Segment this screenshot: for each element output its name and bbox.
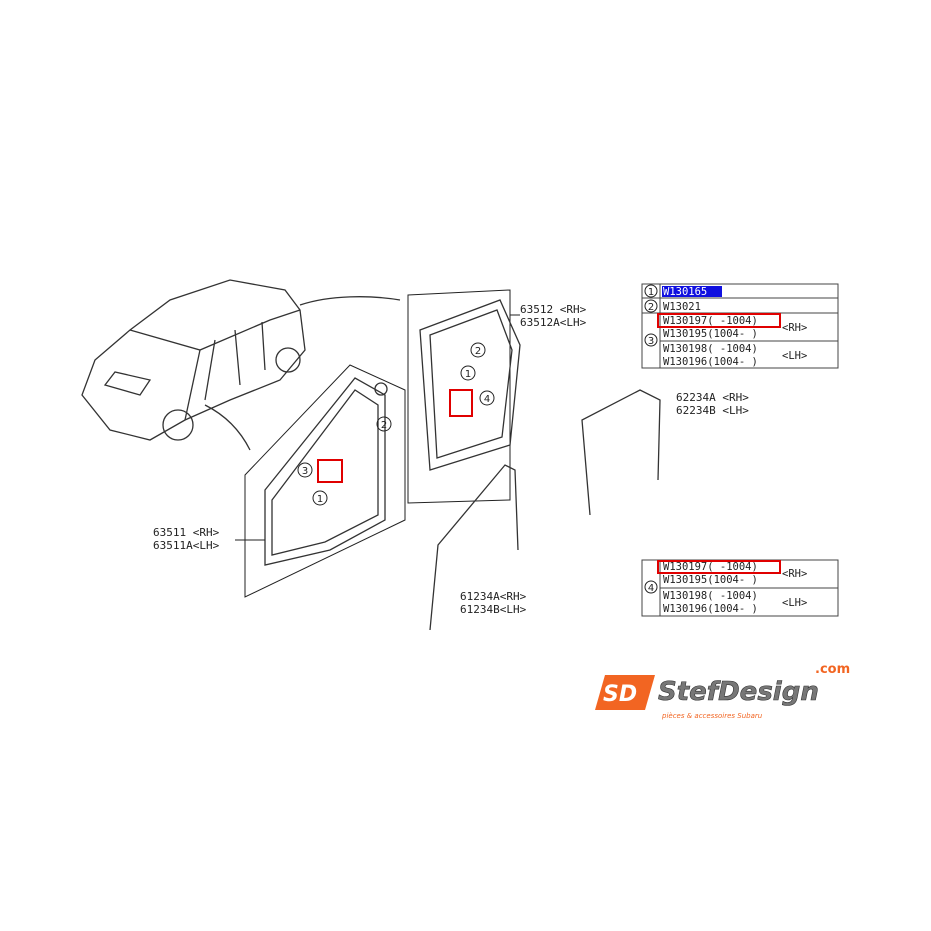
highlight-part-code [657,313,781,328]
logo-text: StefDesign [658,677,819,707]
callout-1-rear: 1 [465,369,471,380]
part-code[interactable]: W130197( -1004) [663,315,758,327]
logo-mark-text: SD [603,682,637,707]
label-63511: 63511 <RH> [153,526,220,539]
callout-3-label: 3 [302,466,308,477]
parts-table-4: 4 W130197( -1004) W130195(1004- ) <RH> W… [641,559,839,617]
car-illustration [81,279,401,451]
table-ref-3: 3 [648,336,654,347]
label-62234A: 62234A <RH> [676,391,749,404]
highlight-clip-4 [449,389,473,417]
part-code[interactable]: W130198( -1004) [663,590,758,602]
highlight-part-code-4 [657,560,781,574]
callout-1-label: 1 [317,494,323,505]
part-code[interactable]: W130196(1004- ) [663,603,758,615]
part-code-W130165[interactable]: W130165 [663,286,707,298]
part-code[interactable]: W130197( -1004) [663,561,758,573]
label-63512: 63512 <RH> [520,303,587,316]
side-label: <LH> [782,350,807,362]
part-code[interactable]: W130198( -1004) [663,343,758,355]
table-ref-4: 4 [648,583,654,594]
rear-door-seal-group: 2 1 4 63512 <RH> 63512A<LH> [407,289,587,504]
table-ref-1: 1 [648,287,654,298]
selected-part-highlight [662,286,722,297]
callout-4-rear: 4 [484,394,490,405]
label-63511A: 63511A<LH> [153,539,220,552]
side-label: <RH> [782,568,807,580]
label-63512A: 63512A<LH> [520,316,587,329]
highlight-clip-3 [317,459,343,483]
label-61234B: 61234B<LH> [460,603,527,616]
part-code[interactable]: W130195(1004- ) [663,328,758,340]
label-62234B: 62234B <LH> [676,404,749,417]
logo-suffix: .com [815,662,850,677]
front-channel-group: 61234A<RH> 61234B<LH> [429,464,527,631]
stefdesign-logo: SD StefDesign .com pièces & accessoires … [595,662,850,720]
parts-table: 1 2 3 W130165 W13021 W130197( -1004) W13… [641,283,839,369]
rear-channel-group: 62234A <RH> 62234B <LH> [581,389,749,516]
part-code[interactable]: W130196(1004- ) [663,356,758,368]
side-label: <RH> [782,322,807,334]
table-ref-2: 2 [648,302,654,313]
logo-mark [595,675,655,710]
logo-tagline: pièces & accessoires Subaru [661,712,763,720]
side-label: <LH> [782,597,807,609]
front-door-seal-group: 2 3 1 63511 <RH> 63511A<LH> [153,364,406,598]
part-code-W13021[interactable]: W13021 [663,301,701,313]
callout-2-front [376,416,392,432]
callout-2-label: 2 [381,420,387,431]
callout-2-rear: 2 [475,346,481,357]
part-code[interactable]: W130195(1004- ) [663,574,758,586]
label-61234A: 61234A<RH> [460,590,527,603]
